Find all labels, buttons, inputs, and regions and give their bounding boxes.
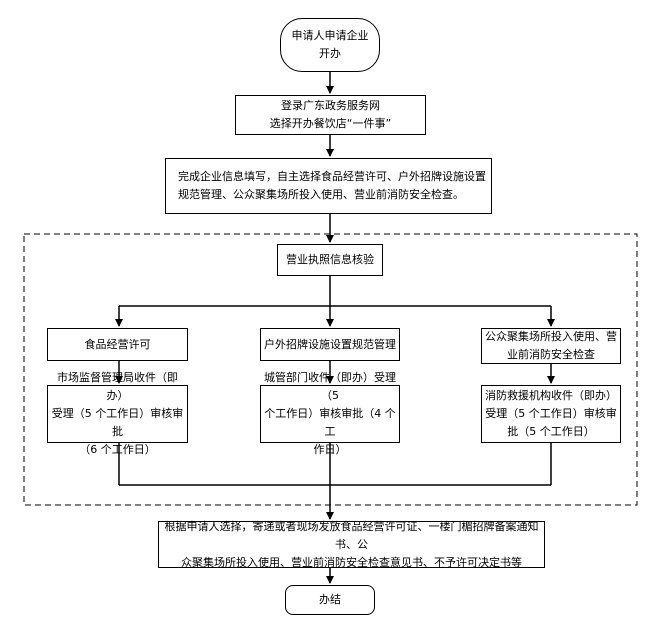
- result-text: 根据申请人选择，寄递或者现场发放食品经营许可证、一楼门楣招牌备案通知书、公 众聚…: [164, 519, 539, 569]
- branch-food-license: 食品经营许可: [47, 328, 188, 361]
- end-node: 办结: [285, 585, 375, 615]
- verify-text: 营业执照信息核验: [286, 253, 374, 266]
- branch-sign-text: 户外招牌设施设置规范管理: [264, 337, 396, 351]
- verify-node: 营业执照信息核验: [277, 244, 383, 276]
- branch-outdoor-sign: 户外招牌设施设置规范管理: [260, 328, 400, 361]
- proc-food-text: 市场监督管理局收件（即办） 受理（5 个工作日）审核审批 （6 个工作日）: [51, 371, 184, 456]
- start-node: 申请人申请企业 开办: [280, 18, 380, 72]
- step-login: 登录广东政务服务网 选择开办餐饮店“一件事”: [235, 95, 426, 135]
- branch-fire-safety: 公众聚集场所投入使用、营 业前消防安全检查: [481, 328, 621, 364]
- branch-food-text: 食品经营许可: [84, 337, 151, 351]
- start-text: 申请人申请企业 开办: [291, 29, 369, 60]
- step-fill-info-text: 完成企业信息填写，自主选择食品经营许可、户外招牌设施设置 规范管理、公众聚集场所…: [178, 170, 486, 201]
- end-text: 办结: [319, 593, 341, 606]
- proc-outdoor-sign: 城管部门收件（即办）受理（5 个工作日）审核审批（4 个工 作日）: [260, 371, 400, 456]
- result-node: 根据申请人选择，寄递或者现场发放食品经营许可证、一楼门楣招牌备案通知书、公 众聚…: [158, 520, 545, 569]
- step-login-text: 登录广东政务服务网 选择开办餐饮店“一件事”: [269, 99, 392, 130]
- branch-fire-text: 公众聚集场所投入使用、营 业前消防安全检查: [485, 330, 617, 361]
- proc-sign-text: 城管部门收件（即办）受理（5 个工作日）审核审批（4 个工 作日）: [264, 371, 396, 456]
- proc-fire-safety: 消防救援机构收件（即办） 受理（5 个工作日）审核审 批（5 个工作日）: [481, 385, 621, 443]
- proc-food-license: 市场监督管理局收件（即办） 受理（5 个工作日）审核审批 （6 个工作日）: [47, 371, 188, 456]
- step-fill-info: 完成企业信息填写，自主选择食品经营许可、户外招牌设施设置 规范管理、公众聚集场所…: [165, 158, 492, 214]
- proc-fire-text: 消防救援机构收件（即办） 受理（5 个工作日）审核审 批（5 个工作日）: [485, 389, 617, 438]
